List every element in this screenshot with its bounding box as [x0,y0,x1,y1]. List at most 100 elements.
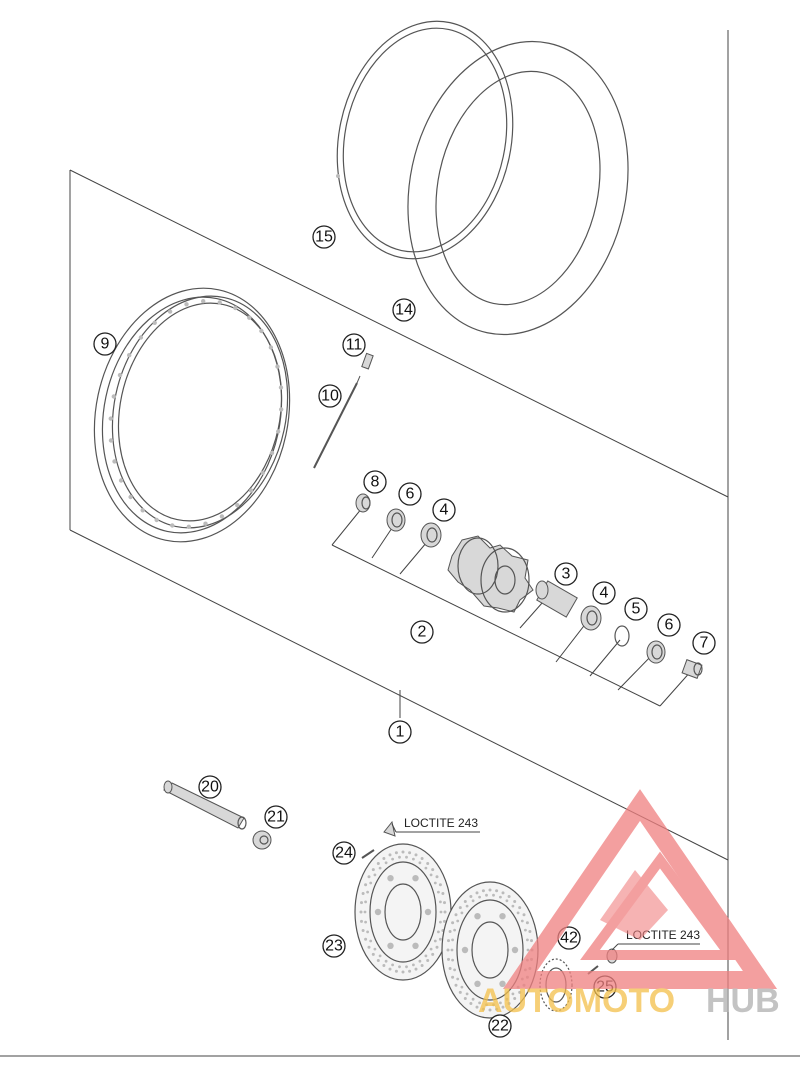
hole [511,904,515,908]
hole [394,851,398,855]
hole [492,893,495,897]
hole [530,939,533,943]
hole [398,855,401,859]
hole [469,1002,473,1005]
hole [518,990,522,994]
svg-text:6: 6 [406,486,415,503]
hole [499,1001,502,1005]
hole [111,394,117,399]
hole [363,910,367,914]
hole [518,906,522,910]
hole [463,997,467,1000]
hole [170,523,175,528]
hole [247,315,252,320]
hole [420,857,424,860]
callout-24: 24 [332,841,356,865]
hole [463,900,467,903]
hole [478,895,481,899]
hole [369,939,373,943]
hole [439,900,442,904]
nipple-part-11 [361,352,374,370]
hole [140,508,145,513]
svg-text:7: 7 [700,635,709,652]
hole [117,372,123,378]
hole [378,954,382,958]
seal-part-6-right [646,640,666,664]
hole [367,875,371,879]
hole [387,942,394,949]
hole [391,963,394,967]
hole [438,883,442,887]
hole [387,875,394,882]
callout-15: 15 [312,225,336,249]
hole [279,407,284,412]
hole [154,517,159,523]
hole [495,1007,499,1011]
hole [471,997,475,1001]
hole [453,928,456,932]
hole [481,1007,485,1011]
hole [443,901,446,905]
hole [366,890,369,894]
callout-20: 20 [198,775,222,799]
circlip-part-5 [614,625,630,647]
hole [426,862,430,865]
hole [438,937,442,941]
hole [481,889,485,893]
hole [360,901,363,905]
hole [398,965,401,969]
assembly-outline [0,30,800,1057]
hole [108,438,114,443]
hole [475,1005,479,1009]
brake-disc-part-23 [354,843,452,981]
rim-band-part-15 [336,20,514,260]
hole [460,911,464,915]
hole [361,892,365,895]
spoke-part-10 [313,375,361,469]
hole [451,975,455,979]
hole [382,964,386,967]
callout-7: 7 [692,631,716,655]
hole [511,992,515,996]
svg-text:4: 4 [600,585,609,602]
hole [388,967,392,971]
rim-part-9 [93,287,291,543]
hole [401,970,405,974]
callout-42: 42 [557,926,581,950]
hole [167,309,173,314]
hole [429,873,433,877]
hole [233,305,238,311]
hole [429,947,433,951]
svg-text:11: 11 [346,337,363,354]
svg-text:15: 15 [315,229,333,246]
hole [451,921,455,925]
hole [526,938,529,942]
axle-part-20 [163,780,247,830]
hole [460,985,464,989]
hole [364,900,367,904]
hole [112,459,117,464]
hole [278,385,284,390]
hole [364,937,368,941]
hole [248,488,254,493]
hole [269,450,275,456]
hole [488,1008,492,1012]
callout-2: 2 [410,620,434,644]
hole [374,908,382,916]
hole [373,947,377,951]
hole [371,952,375,956]
callout-6-left: 6 [398,482,422,506]
watermark-text-part2: HUB [706,982,780,1020]
tire-part-14 [407,40,629,336]
callout-9: 9 [93,332,117,356]
hole [260,470,265,475]
hole [418,959,422,963]
hole [412,857,415,861]
hole [485,893,488,897]
nut-part-21 [252,830,272,850]
hole [364,883,368,887]
hole [439,910,443,914]
hole [447,939,450,943]
hole [433,939,437,943]
